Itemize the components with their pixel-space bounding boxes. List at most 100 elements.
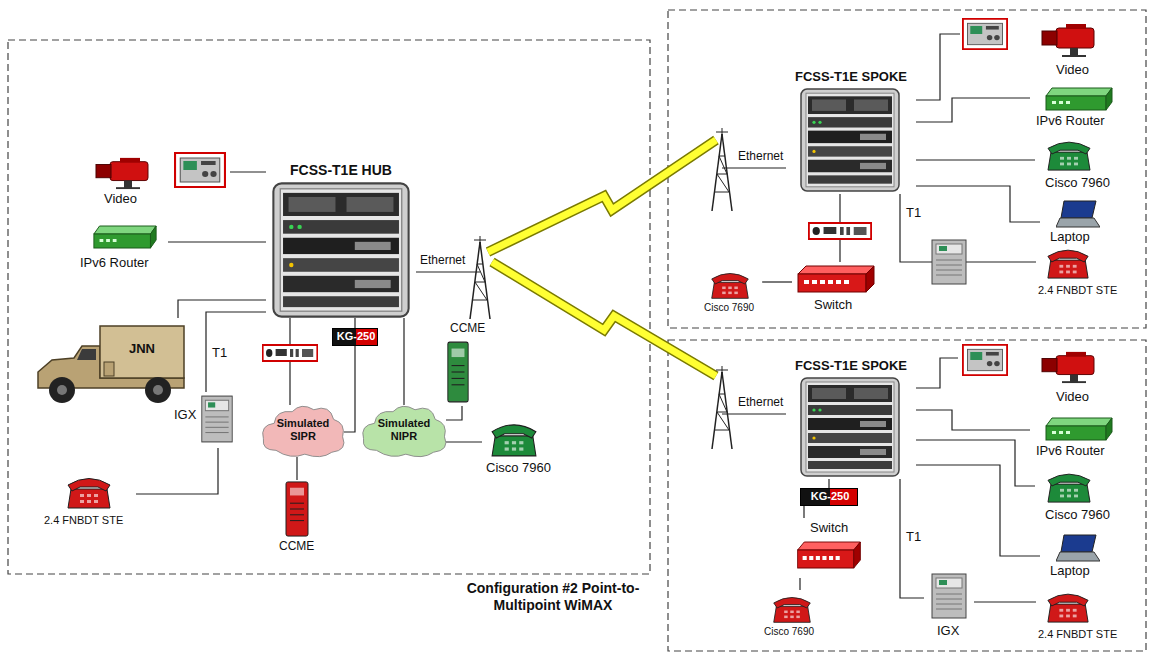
secure-phone-icon (1048, 594, 1088, 622)
server-icon (286, 482, 308, 536)
video-node: Video (958, 342, 1100, 410)
ip-phone-node: Cisco 7690 (760, 590, 822, 644)
ip-phone-node: Cisco 7960 (1035, 466, 1121, 526)
connector-line (178, 300, 266, 318)
node-label: 2.4 FNBDT STE (1038, 284, 1117, 297)
secure-phone-icon (68, 479, 110, 509)
connector-line (446, 406, 462, 420)
connector-line (900, 194, 1036, 262)
multiplexer-icon (932, 574, 966, 618)
camera-icon (1042, 24, 1094, 57)
node-label: Video (1056, 63, 1089, 78)
link-label: T1 (211, 346, 228, 361)
ethernet-wire (416, 271, 480, 272)
node-label: Cisco 7690 (764, 626, 814, 638)
node-label: Simulated SIPR (270, 417, 336, 442)
rack-node: FCSS-T1E SPOKE (786, 70, 916, 194)
ethernet-wire (722, 413, 786, 414)
rack-icon (801, 89, 899, 191)
connector-line (916, 465, 1040, 556)
node-label: Switch (814, 298, 852, 313)
router-node: IPv6 Router (1030, 84, 1122, 132)
rack-node: FCSS-T1E SPOKE (786, 359, 916, 479)
ip-phone-node: Cisco 7690 (700, 266, 762, 316)
node-heading: FCSS-T1E SPOKE (795, 70, 907, 85)
rack-icon (801, 378, 899, 476)
connector-line (803, 506, 804, 518)
connector-line (916, 410, 1030, 430)
camera-icon (96, 158, 148, 189)
connector-line (344, 346, 355, 432)
connector-line (916, 440, 1035, 486)
router-node: IPv6 Router (78, 222, 168, 274)
encoder-icon (963, 19, 1007, 49)
diagram-caption: Configuration #2 Point-to-Multipoint WiM… (458, 580, 648, 614)
laptop-icon (1056, 535, 1100, 561)
router-icon (1046, 88, 1112, 110)
node-label: IPv6 Router (1036, 114, 1105, 129)
tower-icon (470, 236, 490, 319)
network-cloud: Simulated SIPR (262, 405, 344, 457)
tower-icon (712, 128, 732, 211)
ip-phone-node: Cisco 7960 (482, 415, 566, 481)
node-label: KG-250 (811, 490, 850, 503)
connector-line (916, 159, 1035, 160)
connector-line (230, 171, 266, 172)
connector-line (900, 479, 924, 598)
secure-phone-node: 2.4 FNBDT STE (1036, 586, 1136, 646)
connector-line (403, 318, 404, 405)
link-label: T1 (905, 530, 922, 545)
connector-line (974, 601, 1036, 602)
encoder-icon (963, 345, 1007, 375)
node-label: Laptop (1050, 230, 1090, 245)
tower-icon (712, 366, 732, 449)
camera-icon (1042, 352, 1094, 383)
node-label: IGX (174, 408, 196, 423)
node-label: Cisco 7960 (1045, 508, 1110, 523)
multiplexer-icon (202, 396, 232, 442)
node-label: CCME (279, 540, 314, 554)
ip-phone-icon (1048, 474, 1090, 502)
multiplexer-node: IGX (924, 572, 974, 644)
router-icon (1046, 418, 1112, 440)
wireless-link (488, 140, 716, 252)
node-label: IPv6 Router (80, 256, 149, 271)
connector-line (762, 281, 792, 282)
node-heading: FCSS-T1E HUB (290, 162, 392, 178)
encryptor-box: KG-250 (332, 328, 378, 346)
node-label: IGX (937, 624, 959, 639)
call-manager-node: CCME (440, 322, 490, 406)
connector-line (446, 441, 482, 442)
connector-line (136, 448, 218, 494)
multiplexer-node: IGX (172, 392, 236, 448)
ip-phone-node: Cisco 7960 (1035, 134, 1121, 194)
crypto-device-icon (263, 345, 317, 361)
interface-label: Ethernet (738, 150, 783, 164)
cloud-shape (363, 406, 446, 456)
cloud-shape (263, 406, 344, 456)
wireless-link-outline (488, 140, 716, 252)
secure-phone-node: 2.4 FNBDT STE (42, 470, 136, 532)
secure-phone-icon (1048, 250, 1088, 278)
interface-label: Ethernet (738, 396, 783, 410)
connector-line (354, 318, 355, 328)
switch-icon (798, 542, 861, 568)
interface-label: Ethernet (420, 254, 465, 268)
node-label: 2.4 FNBDT STE (44, 514, 123, 527)
connector-line (916, 34, 960, 100)
node-label: Cisco 7690 (704, 302, 754, 314)
node-label: Video (1056, 390, 1089, 405)
node-label: 2.4 FNBDT STE (1038, 628, 1117, 641)
node-label: Cisco 7960 (1045, 176, 1110, 191)
connector-line (828, 479, 829, 488)
ip-phone-icon (492, 425, 536, 456)
laptop-icon (1056, 201, 1100, 227)
video-node: Video (960, 15, 1100, 85)
connector-line (296, 457, 297, 480)
encoder-icon (175, 153, 225, 187)
laptop-node: Laptop (1040, 198, 1110, 250)
node-label: IPv6 Router (1036, 444, 1105, 459)
secure-phone-icon (774, 597, 811, 622)
switch-icon (798, 266, 874, 292)
